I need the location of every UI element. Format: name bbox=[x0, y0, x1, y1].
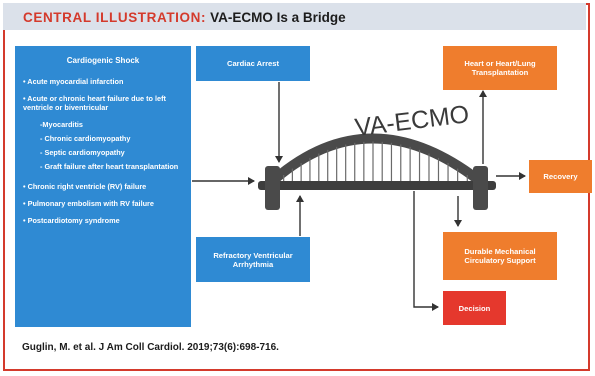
durable-support-box: Durable Mechanical Circulatory Support bbox=[443, 232, 557, 280]
figure-title: VA-ECMO Is a Bridge bbox=[210, 10, 346, 25]
bridge-illustration: VA-ECMO bbox=[258, 100, 496, 210]
title-bar: CENTRAL ILLUSTRATION:VA-ECMO Is a Bridge bbox=[3, 3, 586, 30]
cause-subitem: -Myocarditis bbox=[40, 120, 83, 129]
durable-support-label: Durable Mechanical Circulatory Support bbox=[464, 247, 536, 265]
cause-item: • Postcardiotomy syndrome bbox=[23, 216, 120, 225]
transplant-box: Heart or Heart/Lung Transplantation bbox=[443, 46, 557, 90]
recovery-box: Recovery bbox=[529, 160, 592, 193]
bridge-label: VA-ECMO bbox=[353, 100, 470, 142]
bridge-hangers bbox=[283, 141, 468, 181]
decision-box: Decision bbox=[443, 291, 506, 325]
cause-item: • Acute or chronic heart failure due to … bbox=[23, 94, 166, 112]
flow-arrows bbox=[192, 82, 526, 311]
cause-item: • Pulmonary embolism with RV failure bbox=[23, 199, 154, 208]
cause-item: • Chronic right ventricle (RV) failure bbox=[23, 182, 147, 191]
figure-kicker: CENTRAL ILLUSTRATION:VA-ECMO Is a Bridge bbox=[23, 10, 346, 25]
cardiac-arrest-label: Cardiac Arrest bbox=[226, 59, 280, 68]
arrow-to-decision bbox=[413, 191, 439, 311]
transplant-label: Heart or Heart/Lung Transplantation bbox=[464, 59, 536, 77]
decision-label: Decision bbox=[458, 303, 491, 313]
cardiac-arrest-box: Cardiac Arrest bbox=[196, 46, 310, 81]
cause-subitem: - Graft failure after heart transplantat… bbox=[40, 162, 179, 171]
bridge-right-pylon bbox=[473, 166, 488, 210]
bridge-left-pylon bbox=[265, 166, 280, 210]
bridge-deck bbox=[258, 181, 496, 190]
cardiogenic-shock-box: Cardiogenic Shock • Acute myocardial inf… bbox=[15, 46, 191, 327]
arrhythmia-label: Refractory Ventricular Arrhythmia bbox=[213, 250, 293, 269]
arrhythmia-box: Refractory Ventricular Arrhythmia bbox=[196, 237, 310, 282]
cause-subitem: - Chronic cardiomyopathy bbox=[40, 134, 131, 143]
recovery-label: Recovery bbox=[543, 172, 578, 181]
citation: Guglin, M. et al. J Am Coll Cardiol. 201… bbox=[22, 342, 279, 353]
cardiogenic-shock-heading: Cardiogenic Shock bbox=[66, 56, 140, 65]
cause-item: • Acute myocardial infarction bbox=[23, 77, 124, 86]
cause-subitem: - Septic cardiomyopathy bbox=[40, 148, 125, 157]
